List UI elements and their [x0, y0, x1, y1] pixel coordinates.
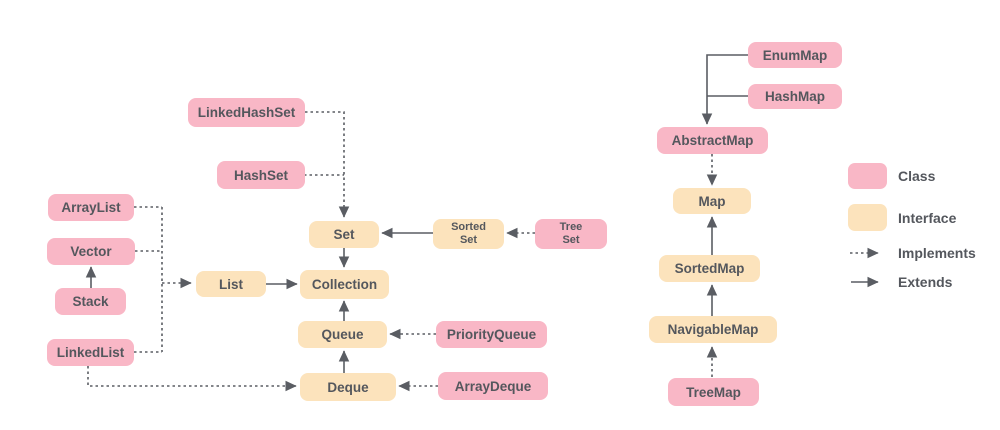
node-label-line: Tree: [559, 220, 583, 233]
node-enummap: EnumMap: [748, 42, 842, 68]
node-deque: Deque: [300, 373, 396, 401]
node-sortedset: Sorted Set: [433, 219, 504, 249]
node-queue: Queue: [298, 321, 387, 348]
edge-enummap-extends-abstractmap: [701, 54, 748, 125]
edge-linkedlist-implements-deque: [87, 366, 297, 392]
node-linkedlist: LinkedList: [47, 339, 134, 366]
node-abstractmap: AbstractMap: [657, 127, 768, 154]
legend-implements-label: Implements: [898, 245, 976, 261]
node-sortedmap: SortedMap: [659, 255, 760, 282]
legend-extends-label: Extends: [898, 274, 953, 290]
legend-interface-swatch: [848, 204, 887, 231]
legend-class-label: Class: [898, 168, 936, 184]
legend-interface-label: Interface: [898, 210, 957, 226]
node-arraylist: ArrayList: [48, 194, 134, 221]
node-vector: Vector: [47, 238, 135, 265]
node-collection: Collection: [300, 270, 389, 299]
node-treeset: Tree Set: [535, 219, 607, 249]
node-set: Set: [309, 221, 379, 248]
node-label-line: Sorted: [451, 220, 486, 233]
node-treemap: TreeMap: [668, 378, 759, 406]
node-stack: Stack: [55, 288, 126, 315]
node-list: List: [196, 271, 266, 297]
node-arraydeque: ArrayDeque: [438, 372, 548, 400]
edge-linkedhashset-implements-set: [305, 111, 350, 218]
node-map: Map: [673, 188, 751, 214]
node-label-line: Set: [562, 234, 580, 246]
node-priorityqueue: PriorityQueue: [436, 321, 547, 348]
node-navigablemap: NavigableMap: [649, 316, 777, 343]
node-hashset: HashSet: [217, 161, 305, 189]
node-label-line: Set: [459, 234, 478, 246]
legend-class-swatch: [848, 163, 887, 189]
node-linkedhashset: LinkedHashSet: [188, 98, 305, 127]
node-hashmap: HashMap: [748, 84, 842, 109]
